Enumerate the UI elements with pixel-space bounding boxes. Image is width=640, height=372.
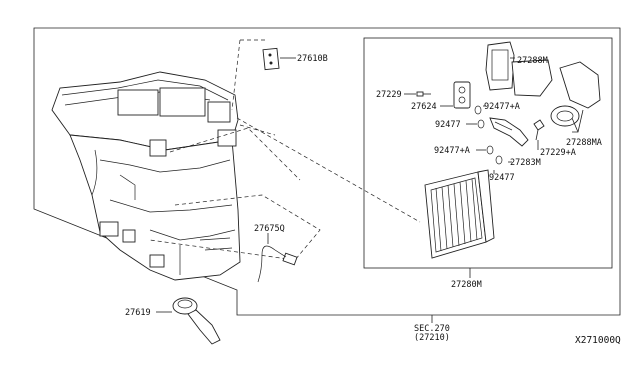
bolt-27229a [533, 119, 545, 141]
o-ring-top-2 [477, 119, 485, 129]
label-27610b: 27610B [297, 54, 328, 64]
label-92477-bot: 92477 [489, 173, 515, 183]
duct-27619 [172, 297, 221, 345]
valve-27624 [453, 81, 471, 109]
label-27229: 27229 [376, 90, 402, 100]
label-27229a: 27229+A [540, 148, 576, 158]
label-92477-top: 92477 [435, 120, 461, 130]
screw-27229 [416, 91, 431, 97]
o-ring-top-1 [474, 105, 482, 115]
drawing-id: X271000Q [575, 335, 621, 346]
sec-ref-line2: (27210) [414, 333, 450, 343]
evaporator-group-box [363, 37, 613, 269]
evaporator-core-27280m [424, 169, 495, 259]
label-92477a-mid: 92477+A [434, 146, 470, 156]
pipe-27283m [489, 117, 529, 147]
label-27288ma: 27288MA [566, 138, 602, 148]
label-27624: 27624 [411, 102, 437, 112]
sensor-27675q [257, 245, 298, 283]
label-27675q: 27675Q [254, 224, 285, 234]
o-ring-mid-1 [486, 145, 494, 155]
outer-frame [33, 27, 621, 316]
shroud-27288m [485, 41, 553, 97]
label-27619: 27619 [125, 308, 151, 318]
duct-27288ma [550, 61, 601, 127]
label-27288m: 27288M [517, 56, 548, 66]
label-92477a-top: 92477+A [484, 102, 520, 112]
bracket-27610b [262, 47, 280, 71]
label-27280m: 27280M [451, 280, 482, 290]
o-ring-mid-2 [495, 155, 503, 165]
label-27283m: 27283M [510, 158, 541, 168]
sec-ref-line1: SEC.270 [414, 324, 450, 334]
hvac-unit-housing [51, 71, 241, 281]
